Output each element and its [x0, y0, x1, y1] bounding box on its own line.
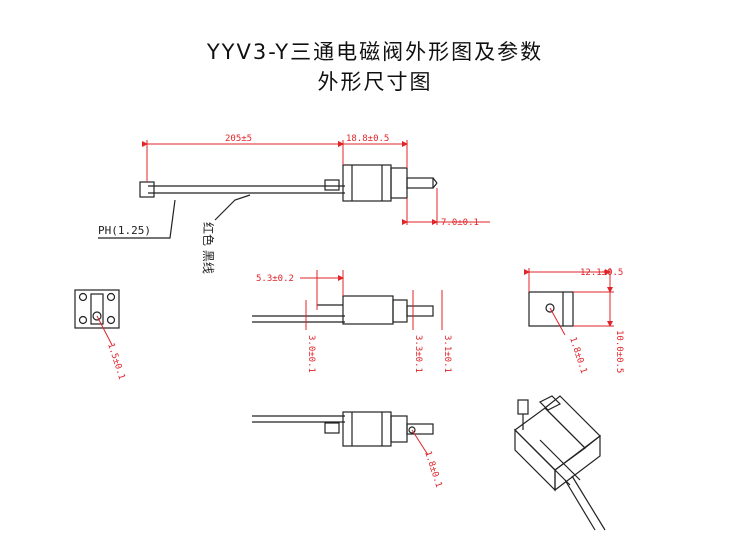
top-view-dimensions [142, 140, 490, 225]
dim-height-3: 3.0±0.1 [306, 335, 316, 373]
bottom-view [252, 411, 434, 447]
dim-hole-front: 1.5±0.1 [105, 342, 126, 381]
isometric-view [514, 395, 606, 531]
dim-width: 12.1±0.5 [580, 268, 623, 278]
right-view [528, 291, 574, 327]
dim-nozzle-dia-2: 3.1±0.1 [442, 335, 452, 373]
right-view-dimensions [524, 268, 614, 336]
side-view-dimensions [300, 270, 443, 330]
dim-height-10: 10.0±0.5 [614, 330, 624, 373]
wire-note: 红色 黑线 [201, 222, 216, 274]
drawing-title: YYV3-Y三通电磁阀外形图及参数 [206, 40, 544, 64]
drawing-subtitle: 外形尺寸图 [317, 70, 433, 94]
dim-cable-length: 205±5 [225, 134, 252, 144]
dim-nozzle-length: 7.0±0.1 [441, 218, 479, 228]
side-view [252, 295, 434, 325]
dim-side-offset: 5.3±0.2 [256, 274, 294, 284]
top-view [98, 164, 438, 239]
dim-hole-side: 1.8±0.1 [567, 336, 588, 375]
connector-label: PH(1.25) [98, 224, 151, 237]
dim-hole-bottom: 1.8±0.1 [422, 450, 443, 489]
dim-body-length: 18.8±0.5 [346, 134, 389, 144]
dim-nozzle-dia-1: 3.3±0.1 [413, 335, 423, 373]
front-view [74, 289, 120, 329]
